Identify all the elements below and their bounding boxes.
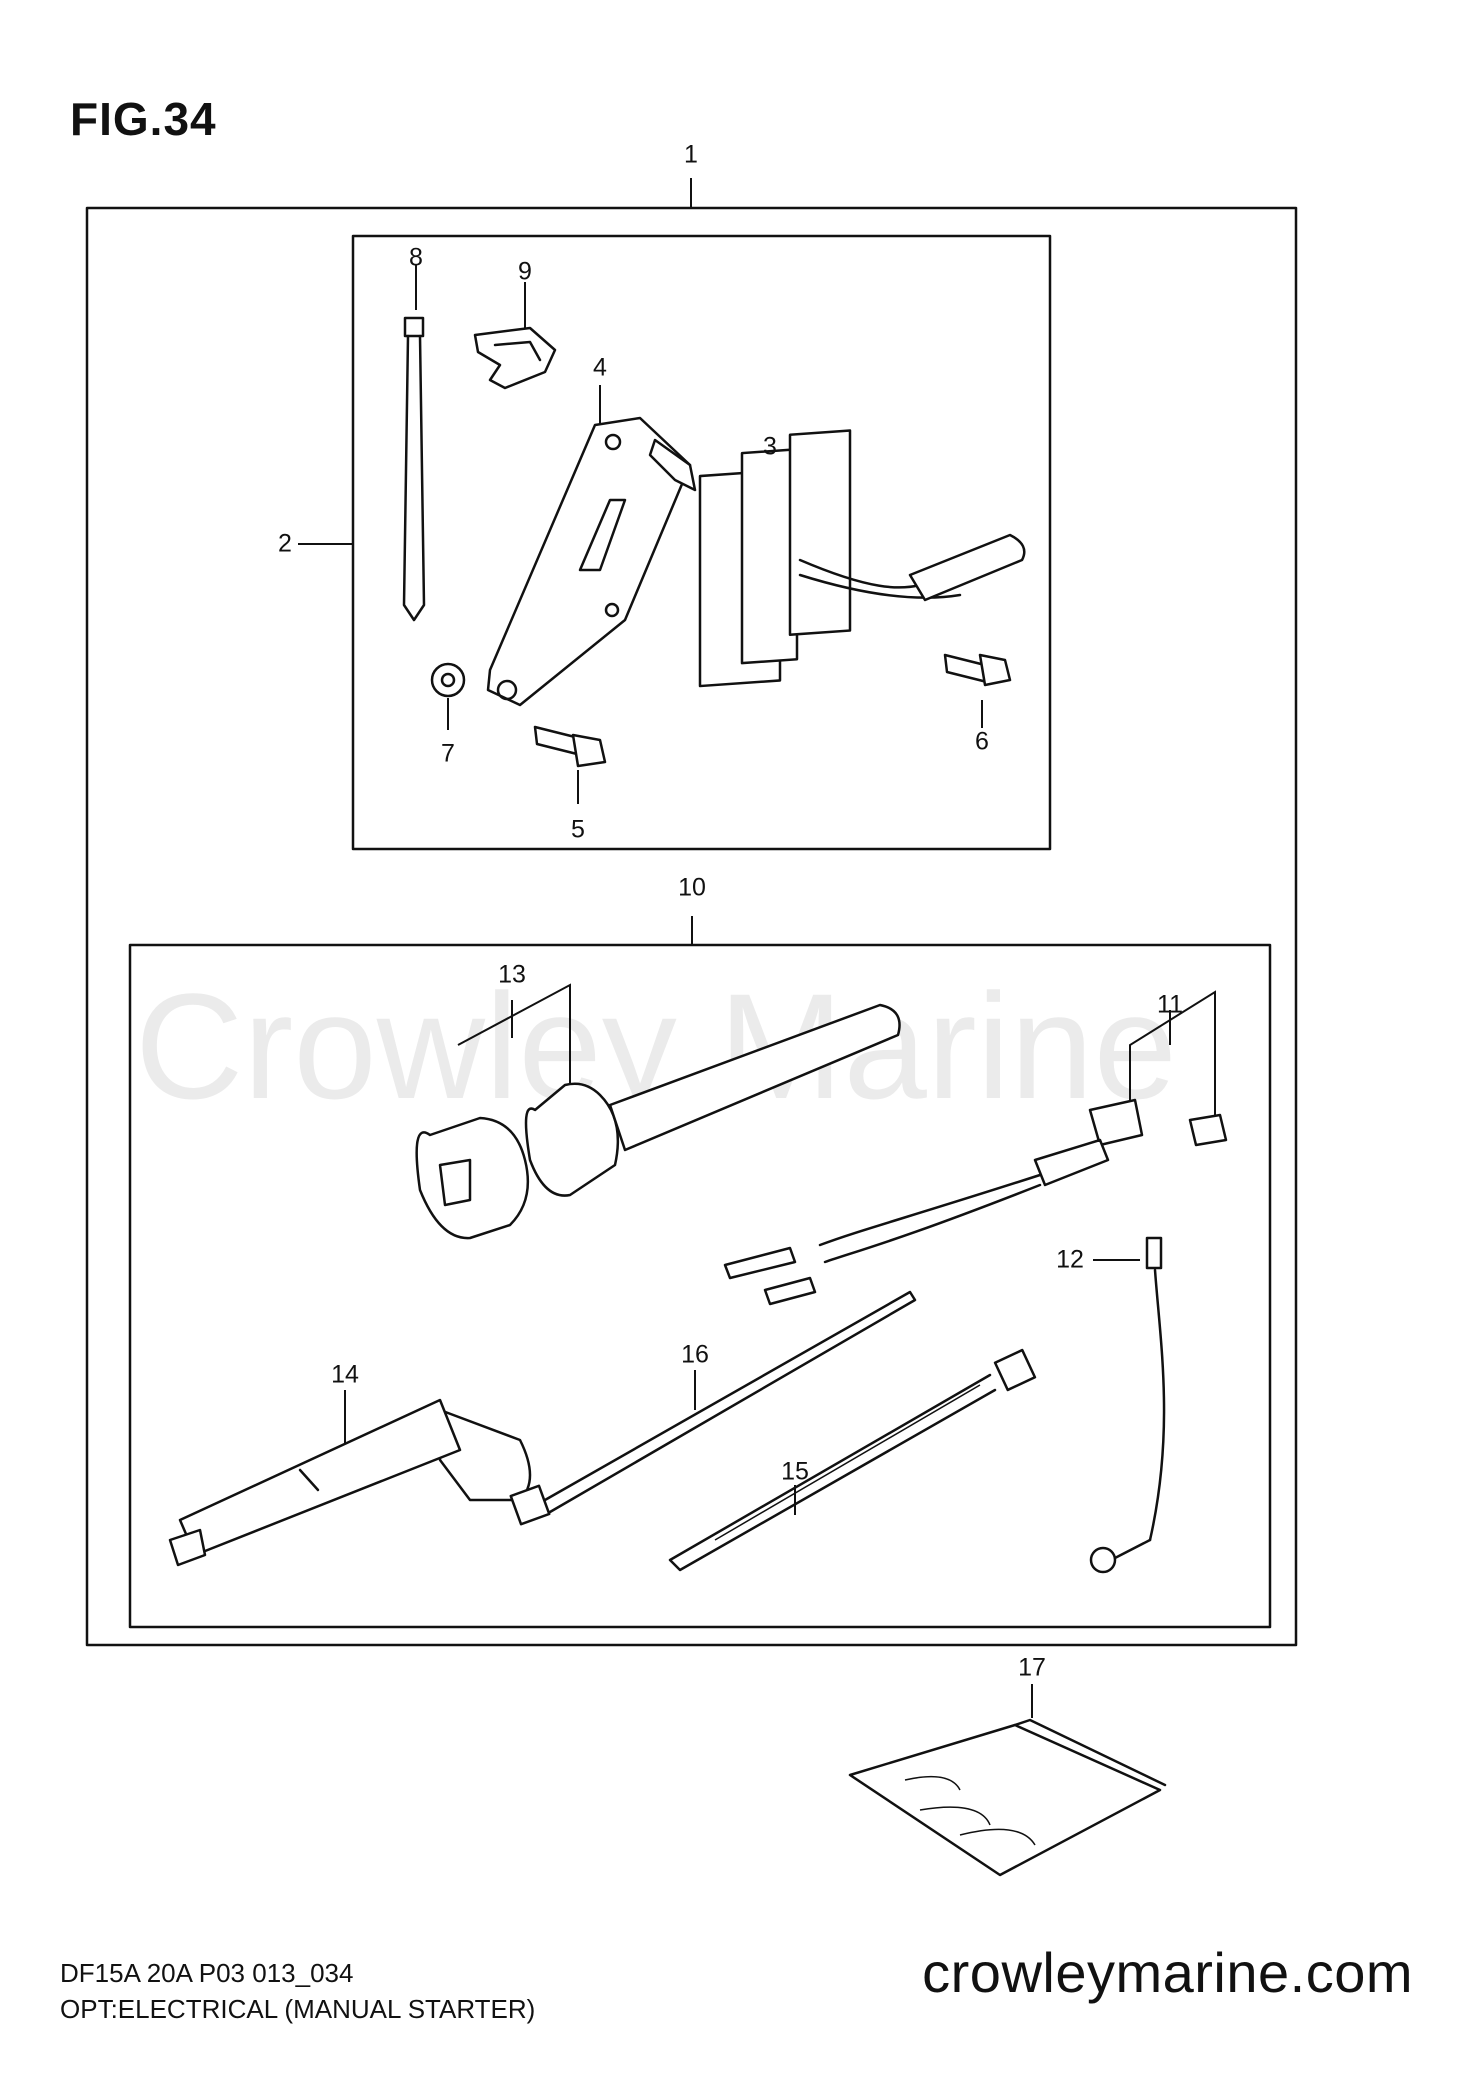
bracket-4	[486, 416, 697, 707]
site-url: crowleymarine.com	[922, 1941, 1413, 2004]
harness-11	[723, 1098, 1228, 1306]
callout-14: 14	[331, 1360, 359, 1389]
cable-tie-8	[402, 316, 426, 622]
kit-2-frame	[351, 234, 1052, 851]
callout-8: 8	[409, 243, 423, 272]
clamp-9	[473, 326, 557, 390]
callout-6: 6	[975, 727, 989, 756]
bolt-5	[533, 725, 607, 768]
diagram-title: OPT:ELECTRICAL (MANUAL STARTER)	[60, 1994, 536, 2024]
connector-14	[168, 1398, 532, 1567]
callout-9: 9	[518, 257, 532, 286]
callout-7: 7	[441, 739, 455, 768]
cable-tie-16	[509, 1290, 917, 1526]
callout-3: 3	[763, 432, 777, 461]
washer-7	[430, 662, 466, 698]
callout-4: 4	[593, 353, 607, 382]
callout-10: 10	[678, 873, 706, 902]
callout-1: 1	[684, 140, 698, 169]
diagram-code: DF15A 20A P03 013_034	[60, 1958, 354, 1988]
callout-12: 12	[1056, 1245, 1084, 1274]
callout-15: 15	[781, 1457, 809, 1486]
kit-10-frame	[128, 943, 1272, 1629]
leader-lines	[298, 178, 1216, 1718]
regulator-3	[698, 429, 1026, 688]
bag-17	[848, 1718, 1167, 1877]
ground-lead-12	[1089, 1236, 1166, 1574]
cable-tie-15	[668, 1348, 1037, 1572]
callout-13: 13	[498, 960, 526, 989]
callout-5: 5	[571, 815, 585, 844]
callout-11: 11	[1157, 990, 1183, 1019]
connector-13	[415, 1003, 901, 1240]
callout-17: 17	[1018, 1653, 1046, 1682]
bolt-6	[943, 653, 1012, 687]
callout-16: 16	[681, 1340, 709, 1369]
figure-title: FIG.34	[70, 93, 217, 145]
callout-2: 2	[278, 529, 292, 558]
